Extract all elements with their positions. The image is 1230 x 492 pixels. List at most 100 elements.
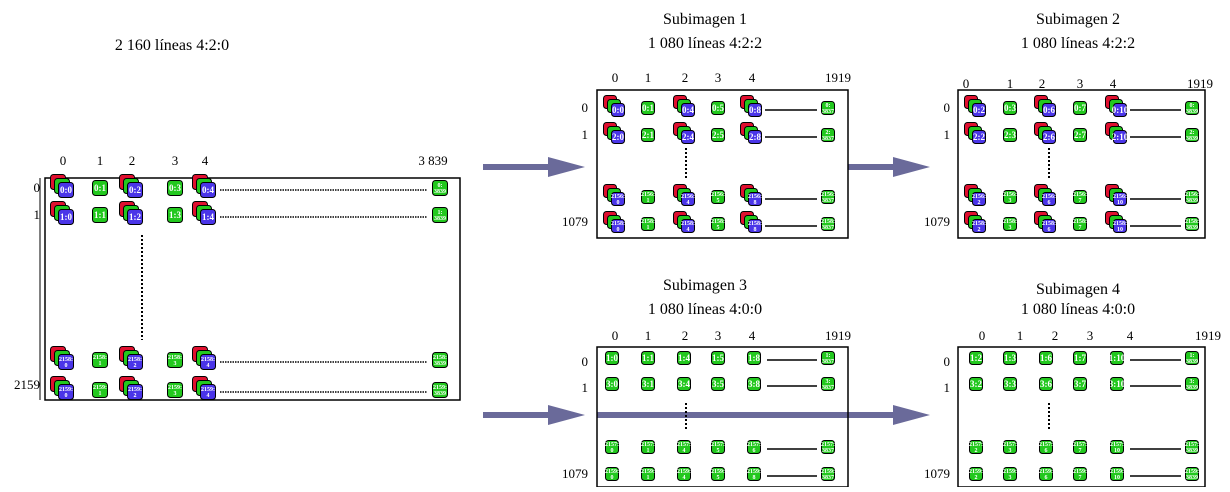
sub1-pixel-label: 2156:3837	[821, 192, 835, 204]
sub4-pixel: 1:6	[1039, 351, 1053, 365]
sub1-pixel-label: 0:5	[712, 103, 724, 113]
sub3-pixel: 3:5	[711, 377, 725, 391]
main-pixel-label: 0:4	[202, 185, 214, 195]
main-pixel-label: 2159:1	[93, 385, 107, 397]
main-pixel-label: 2158:0	[59, 357, 73, 369]
green-sample	[711, 190, 725, 204]
sub1-pixel-label: 2:0	[612, 132, 624, 142]
sub1-title: Subimagen 1	[663, 11, 747, 28]
main-pixel-label: 2159:0	[59, 387, 73, 399]
green-sample	[1003, 190, 1017, 204]
sub1-pixel-label: 2:8	[749, 132, 761, 142]
sub1-pixel: 2156:0	[603, 184, 625, 206]
main-pixel: 0:2	[119, 174, 143, 198]
green-sample	[1185, 190, 1199, 204]
sub1-pixel: 0:8	[740, 95, 762, 117]
sub2-pixel: 2156:6	[1034, 184, 1056, 206]
green-sample	[969, 351, 983, 365]
sub2-pixel: 2158:10	[1105, 211, 1127, 233]
sub2-pixel-label: 2:7	[1074, 130, 1086, 140]
green-sample	[432, 180, 448, 196]
main-pixel-label: 1:4	[202, 212, 214, 222]
green-sample	[821, 217, 835, 231]
sub2-frame	[957, 89, 1206, 239]
main-col-tick: 3	[172, 153, 179, 168]
green-sample	[1039, 377, 1053, 391]
main-pixel: 2159:3839	[432, 382, 448, 398]
sub1-pixel-label: 0:4	[682, 105, 694, 115]
main-pixel: 1:3839	[432, 207, 448, 223]
sub4-pixel: 2157:10	[1110, 440, 1124, 454]
green-sample	[1003, 440, 1017, 454]
sub4-pixel-label: 3:6	[1040, 379, 1052, 389]
sub2-title: Subimagen 2	[1036, 11, 1120, 28]
blue-sample	[748, 219, 762, 233]
sub1-pixel: 2156:4	[673, 184, 695, 206]
green-sample	[1073, 467, 1087, 481]
sub4-col-tick: 1919	[1195, 328, 1221, 343]
sub3-pixel-label: 3:3837	[822, 379, 834, 391]
sub2-pixel-label: 2156:7	[1073, 192, 1087, 204]
green-sample	[677, 440, 691, 454]
green-sample	[747, 467, 761, 481]
sub1-col-tick: 1919	[825, 70, 851, 85]
green-sample	[641, 128, 655, 142]
sub1-pixel-label: 2156:5	[711, 192, 725, 204]
sub1-pixel: 2156:3837	[821, 190, 835, 204]
green-sample	[821, 128, 835, 142]
blue-sample	[611, 130, 625, 144]
sub3-pixel-label: 1:0	[606, 353, 618, 363]
sub1-pixel-label: 0:8	[749, 105, 761, 115]
sub4-title: Subimagen 4	[1036, 281, 1120, 298]
sub3-pixel-label: 1:8	[748, 353, 760, 363]
blue-sample	[1042, 103, 1056, 117]
sub1-pixel-label: 2156:0	[611, 194, 625, 206]
sub4-pixel: 2157:6	[1039, 440, 1053, 454]
sub4-pixel-label: 2157:3839	[1185, 442, 1199, 454]
main-pixel: 0:3839	[432, 180, 448, 196]
main-pixel: 2159:4	[192, 376, 216, 400]
sub2-pixel-label: 2:3839	[1186, 130, 1198, 142]
blue-sample	[972, 192, 986, 206]
green-sample	[1073, 351, 1087, 365]
sub3-pixel-label: 2159:8	[747, 469, 761, 481]
green-sample	[92, 180, 108, 196]
sub2-pixel: 0:7	[1073, 101, 1087, 115]
sub3-pixel-label: 2159:1	[641, 469, 655, 481]
sub2-pixel: 2156:3	[1003, 190, 1017, 204]
green-sample	[821, 190, 835, 204]
main-pixel-label: 2158:4	[201, 357, 215, 369]
sub1-frame	[596, 89, 849, 239]
main-col-tick: 0	[60, 153, 67, 168]
sub1-pixel: 2:5	[711, 128, 725, 142]
green-sample	[1073, 190, 1087, 204]
sub1-row-tick: 1079	[562, 214, 588, 229]
sub3-pixel: 3:1	[641, 377, 655, 391]
main-pixel-label: 0:3839	[434, 183, 446, 195]
sub1-pixel-label: 2158:8	[748, 221, 762, 233]
sub4-row-tick: 0	[944, 354, 951, 369]
sub1-col-tick: 1	[645, 70, 652, 85]
sub4-pixel-label: 2159:2	[969, 469, 983, 481]
sub3-pixel: 2159:1	[641, 467, 655, 481]
main-pixel-label: 0:2	[129, 185, 141, 195]
main-pixel: 2159:1	[92, 382, 108, 398]
sub3-pixel-label: 2157:4	[677, 442, 691, 454]
sub2-row-tick: 0	[944, 100, 951, 115]
sub3-pixel: 3:8	[747, 377, 761, 391]
green-sample	[1003, 351, 1017, 365]
sub2-pixel: 2:10	[1105, 122, 1129, 144]
sub1-pixel-label: 2156:1	[641, 192, 655, 204]
green-sample	[711, 467, 725, 481]
sub3-pixel: 1:0	[605, 351, 619, 365]
sub2-pixel: 2158:3839	[1185, 217, 1199, 231]
sub2-pixel: 2158:2	[964, 211, 986, 233]
sub2-subtitle: 1 080 líneas 4:2:2	[1021, 35, 1135, 52]
sub4-pixel: 2157:2	[969, 440, 983, 454]
green-sample	[677, 351, 691, 365]
sub1-pixel: 2:8	[740, 122, 762, 144]
sub1-pixel: 0:4	[673, 95, 695, 117]
blue-sample	[1113, 192, 1127, 206]
